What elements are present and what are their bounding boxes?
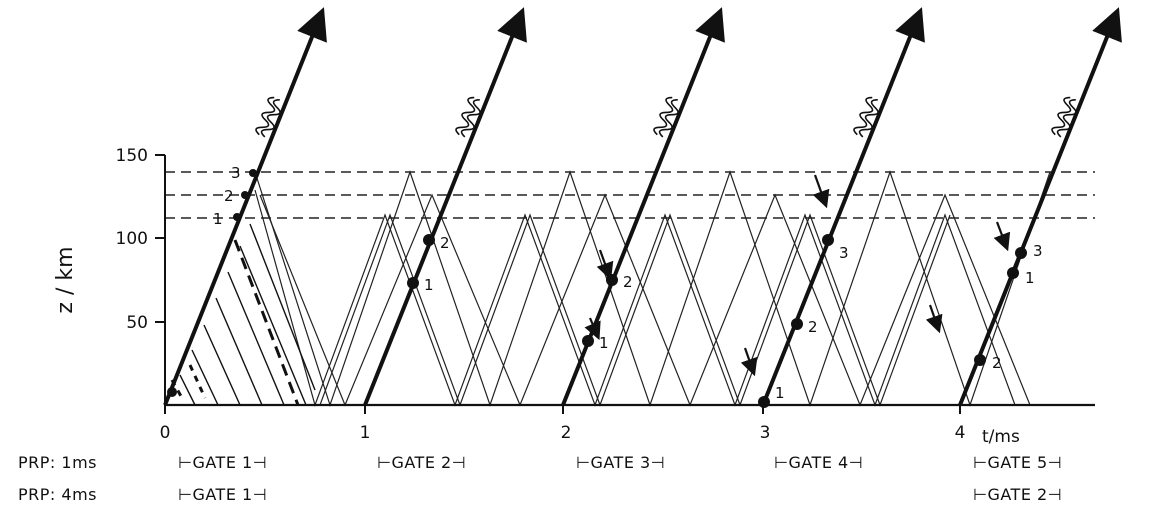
gate-row-1-gate-1: ⊢GATE 1⊣ [178, 453, 267, 472]
return-arrow-4 [993, 221, 1011, 252]
label-p5-2: 2 [992, 354, 1002, 372]
label-p4-3: 3 [839, 244, 849, 262]
return-arrow-3 [740, 347, 758, 377]
return-arrows [584, 174, 1011, 377]
pulse-ray-2 [363, 7, 527, 406]
echo-dot-p2-1 [407, 277, 419, 289]
label-p5-1: 1 [1025, 269, 1035, 287]
label-p1-2: 2 [224, 187, 234, 205]
y-tick-label-150: 150 [116, 146, 148, 166]
x-tick-label-3: 3 [760, 423, 771, 443]
return-arrow-6 [584, 317, 601, 341]
y-tick-label-50: 50 [126, 313, 148, 333]
hatch-5 [227, 271, 285, 406]
echo-dot-p3-1 [582, 335, 594, 347]
echo-point-labels: 1 2 3 1 2 1 2 1 2 3 2 1 3 [213, 164, 1043, 402]
reflection-zigzag-b [254, 170, 1051, 407]
x-axis: 0 1 2 3 4 t/ms [160, 403, 1095, 447]
reflection-zigzag-c [259, 193, 1031, 407]
hatch-4 [215, 297, 263, 406]
hatching [179, 223, 316, 406]
label-p1-1: 1 [213, 210, 223, 228]
wave-icon-5 [1051, 96, 1077, 138]
gate-row-2-gate-1: ⊢GATE 1⊣ [178, 485, 267, 504]
gate-row-2-label: PRP: 4ms [18, 485, 97, 504]
pulse-ray-1 [163, 7, 327, 406]
gate-row-1-gate-5: ⊢GATE 5⊣ [973, 453, 1062, 472]
echo-dot-p5-3 [1015, 247, 1027, 259]
x-tick-label-2: 2 [561, 423, 572, 443]
echo-dot-p5-2 [974, 354, 986, 366]
echo-dot-p1-2 [241, 191, 249, 199]
x-tick-label-1: 1 [360, 423, 371, 443]
wave-icon-1 [255, 96, 281, 138]
echo-dot-p5-1 [1007, 267, 1019, 279]
label-p1-3: 3 [231, 164, 241, 182]
gate-row-1-gate-2: ⊢GATE 2⊣ [377, 453, 466, 472]
hatch-6 [239, 245, 307, 406]
y-axis-label: z / km [53, 246, 78, 313]
pulse-ray-5 [958, 7, 1122, 406]
label-p2-2: 2 [440, 234, 450, 252]
echo-dot-p2-2 [423, 234, 435, 246]
reflection-zigzag-d [319, 213, 951, 407]
pulse-rays [163, 7, 1122, 406]
x-axis-unit: t/ms [982, 427, 1020, 447]
label-p4-2: 2 [808, 318, 818, 336]
label-p4-1: 1 [775, 384, 785, 402]
wave-icon-2 [455, 96, 481, 138]
y-axis: 50 100 150 z / km [53, 146, 166, 405]
label-p3-1: 1 [599, 334, 609, 352]
gate-row-2-gate-2: ⊢GATE 2⊣ [973, 485, 1062, 504]
hatch-1 [179, 374, 196, 406]
return-arrow-2 [812, 174, 830, 209]
return-arrow-1 [596, 249, 614, 281]
hatch-2 [191, 349, 219, 406]
x-tick-label-4: 4 [955, 423, 966, 443]
label-p2-1: 1 [424, 276, 434, 294]
reflection-zigzag-a [254, 189, 1016, 407]
gate-row-1-gate-3: ⊢GATE 3⊣ [576, 453, 665, 472]
gate-row-1-gate-4: ⊢GATE 4⊣ [774, 453, 863, 472]
reflection-paths [254, 170, 1051, 407]
return-arrow-5 [925, 304, 943, 334]
pulse-ray-3 [561, 7, 725, 406]
hatch-7 [249, 223, 316, 391]
echo-dot-p4-2 [791, 318, 803, 330]
pulse-ray-4 [761, 7, 925, 406]
echo-dot-p4-3 [822, 234, 834, 246]
echo-dot-p1-1 [233, 213, 241, 221]
gate-row-1-label: PRP: 1ms [18, 453, 97, 472]
dashed-return-path [233, 239, 300, 406]
hatch-3 [203, 324, 241, 406]
y-tick-label-100: 100 [116, 229, 148, 249]
echo-points [167, 169, 1027, 408]
x-tick-label-0: 0 [160, 423, 171, 443]
wave-icon-3 [653, 96, 679, 138]
echo-dot-p1-0 [167, 387, 177, 397]
wave-symbols [255, 96, 1077, 138]
echo-dot-p1-3 [249, 169, 257, 177]
layer-lines [165, 171, 1095, 219]
label-p3-2: 2 [623, 273, 633, 291]
label-p5-3: 3 [1033, 242, 1043, 260]
wave-icon-4 [853, 96, 879, 138]
echo-dot-p3-2 [606, 274, 618, 286]
gate-table: PRP: 1ms ⊢GATE 1⊣ ⊢GATE 2⊣ ⊢GATE 3⊣ ⊢GAT… [18, 453, 1062, 504]
echo-dot-p4-1 [758, 396, 770, 408]
